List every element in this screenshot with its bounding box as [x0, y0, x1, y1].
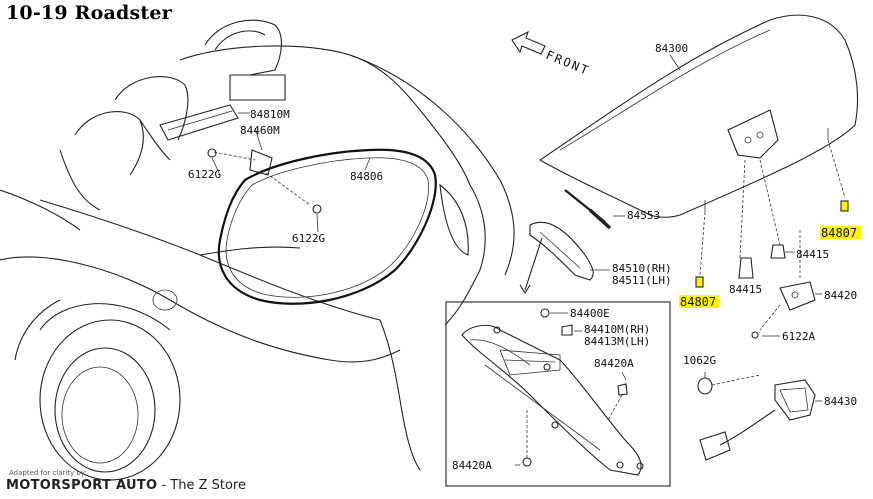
label-84415-left: 84415: [729, 283, 762, 296]
leader-84300: [669, 54, 681, 71]
label-84460m: 84460M: [240, 124, 280, 137]
label-6122g-upper: 6122G: [188, 168, 221, 181]
footer-credit: Adapted for clarity by:: [9, 469, 87, 477]
lid-leader-lines: [699, 139, 846, 280]
label-84430: 84430: [824, 395, 857, 408]
footer-brand: MOTORSPORT AUTO - The Z Store: [6, 478, 246, 493]
label-84420a-lower: 84420A: [452, 459, 492, 472]
label-84420a-upper: 84420A: [594, 357, 634, 370]
label-84400e: 84400E: [570, 307, 610, 320]
label-84511-lh: 84511(LH): [612, 274, 672, 287]
label-84806: 84806: [350, 170, 383, 183]
label-84300: 84300: [655, 42, 688, 55]
right-small-parts: [695, 200, 849, 461]
page-title: 10-19 Roadster: [6, 2, 172, 24]
car-body-illustration: [0, 19, 515, 481]
brand-tagline: - The Z Store: [157, 478, 246, 493]
label-6122g-lower: 6122G: [292, 232, 325, 245]
label-84807-right: 84807: [821, 226, 857, 240]
label-84420: 84420: [824, 289, 857, 302]
highlight-84807-left: [679, 295, 719, 308]
detail-hinge-illustration: [461, 308, 644, 476]
label-84415-right: 84415: [796, 248, 829, 261]
label-84810m: 84810M: [250, 108, 290, 121]
label-6122a: 6122A: [782, 330, 815, 343]
brand-name: MOTORSPORT AUTO: [6, 478, 158, 493]
car-leader-lines: [207, 112, 371, 233]
label-84807-left: 84807: [680, 295, 716, 309]
front-direction-arrow: [511, 30, 546, 55]
label-84410m-rh: 84410M(RH): [584, 323, 650, 336]
label-84413m-lh: 84413M(LH): [584, 335, 650, 348]
hinge-84510: [519, 221, 610, 295]
front-label: FRONT: [544, 48, 592, 78]
label-1062g: 1062G: [683, 354, 716, 367]
gas-strut-84553: [564, 189, 625, 230]
highlight-84807-right: [820, 226, 861, 239]
detail-inset-box: [445, 301, 671, 487]
label-84553: 84553: [627, 209, 660, 222]
trunk-lid-illustration: [538, 14, 859, 218]
label-84510-rh: 84510(RH): [612, 262, 672, 275]
